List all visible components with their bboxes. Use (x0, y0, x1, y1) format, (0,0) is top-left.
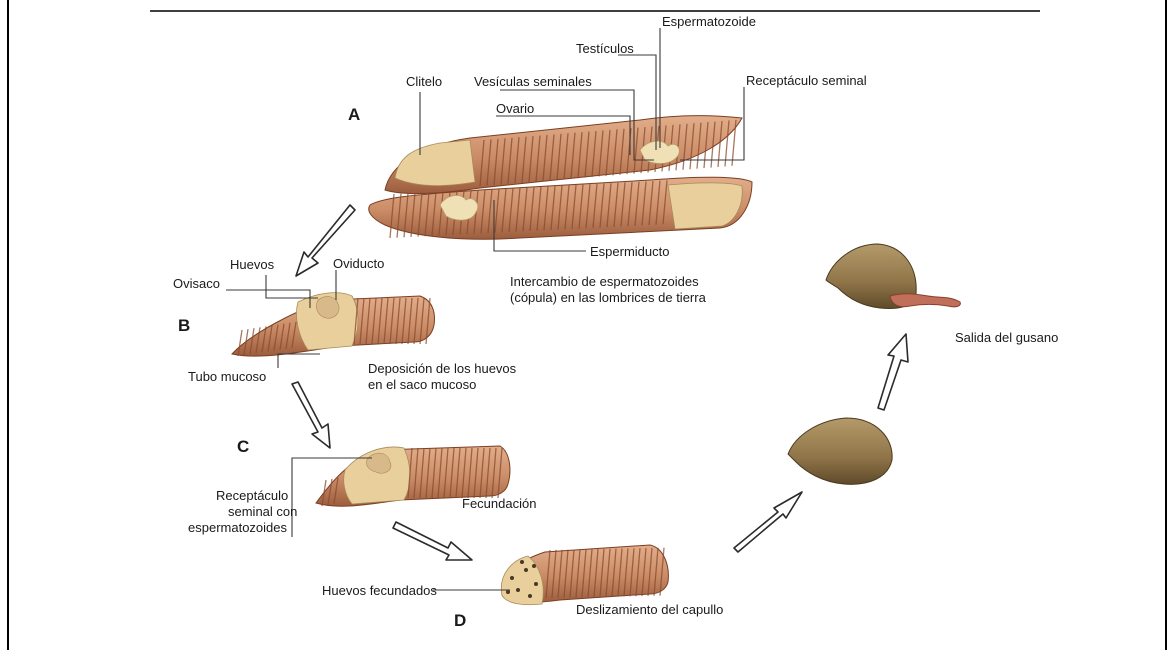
stage-label-b: B (178, 316, 190, 335)
clitellum-a (395, 140, 475, 186)
emerging-worm (890, 294, 960, 307)
caption-deposicion-line1: Deposición de los huevos (368, 361, 517, 376)
stage-label-c: C (237, 437, 249, 456)
label-espermatozoide: Espermatozoide (662, 14, 756, 29)
caption-fecundacion: Fecundación (462, 496, 536, 511)
stage-label-d: D (454, 611, 466, 630)
arrow-cocoon-to-emergence (878, 334, 908, 410)
worm-b (232, 293, 434, 357)
label-testiculos: Testículos (576, 41, 634, 56)
caption-deposicion-line2: en el saco mucoso (368, 377, 476, 392)
label-ovario: Ovario (496, 101, 534, 116)
label-receptaculo-c-line3: espermatozoides (188, 520, 287, 535)
label-receptaculo-c-line2: seminal con (228, 504, 297, 519)
label-oviducto: Oviducto (333, 256, 384, 271)
stage-label-a: A (348, 105, 360, 124)
label-huevos-fecundados: Huevos fecundados (322, 583, 437, 598)
label-tubo-mucoso: Tubo mucoso (188, 369, 266, 384)
cocoon-lower (788, 418, 892, 484)
label-huevos: Huevos (230, 257, 275, 272)
label-receptaculo-c-line1: Receptáculo (216, 488, 288, 503)
caption-salida: Salida del gusano (955, 330, 1058, 345)
caption-intercambio-line2: (cópula) en las lombrices de tierra (510, 290, 707, 305)
caption-intercambio-line1: Intercambio de espermatozoides (510, 274, 699, 289)
caption-deslizamiento: Deslizamiento del capullo (576, 602, 723, 617)
label-ovisaco: Ovisaco (173, 276, 220, 291)
arrow-b-to-c (292, 382, 330, 448)
label-espermiducto: Espermiducto (590, 244, 669, 259)
arrow-d-to-cocoon (734, 492, 802, 552)
label-clitelo: Clitelo (406, 74, 442, 89)
label-vesiculas-seminales: Vesículas seminales (474, 74, 592, 89)
arrow-c-to-d (393, 522, 472, 560)
label-receptaculo-seminal: Receptáculo seminal (746, 73, 867, 88)
worm-d (501, 545, 668, 605)
cocoon-upper (826, 244, 960, 308)
